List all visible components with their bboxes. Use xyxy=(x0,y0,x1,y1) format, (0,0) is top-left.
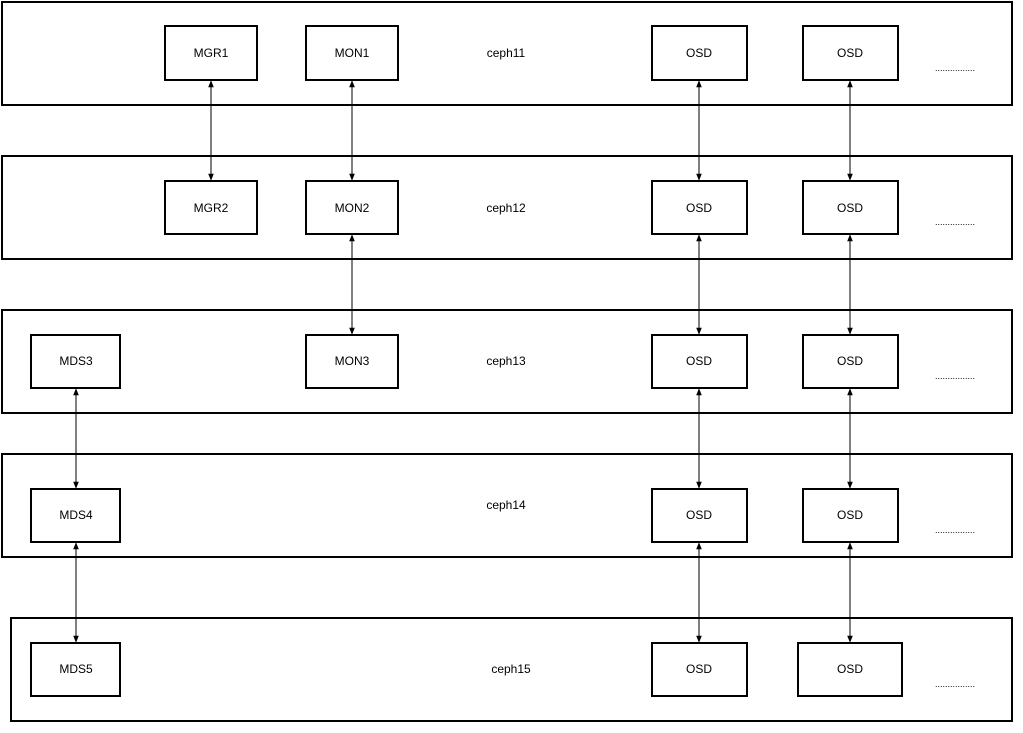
node-label: MON2 xyxy=(335,201,370,215)
ellipsis-text: ................ xyxy=(935,679,975,689)
node-label: MDS4 xyxy=(59,508,93,522)
node-mds3: MDS3 xyxy=(30,334,121,389)
node-osd-b: OSD xyxy=(797,642,903,697)
node-mgr1: MGR1 xyxy=(164,25,258,81)
node-label: OSD xyxy=(686,354,712,368)
host-ceph12: ceph12 MGR2 MON2 OSD OSD ...............… xyxy=(1,155,1013,260)
node-osd-a: OSD xyxy=(651,25,748,81)
node-label: OSD xyxy=(837,354,863,368)
node-mon3: MON3 xyxy=(305,334,399,389)
node-label: OSD xyxy=(686,46,712,60)
host-label: ceph11 xyxy=(487,46,526,60)
host-ceph13: ceph13 MDS3 MON3 OSD OSD ...............… xyxy=(1,309,1013,414)
host-ceph15: ceph15 MDS5 OSD OSD ................ xyxy=(10,617,1013,722)
host-label: ceph13 xyxy=(486,354,526,368)
node-mon2: MON2 xyxy=(305,180,399,235)
node-label: MON3 xyxy=(335,354,370,368)
node-label: MON1 xyxy=(335,46,370,60)
ellipsis-text: ................ xyxy=(935,525,975,535)
node-osd-b: OSD xyxy=(802,180,899,235)
ellipsis-text: ................ xyxy=(935,371,975,381)
node-osd-a: OSD xyxy=(651,488,748,543)
node-label: OSD xyxy=(837,508,863,522)
connectors xyxy=(73,80,853,643)
host-label: ceph14 xyxy=(486,498,526,512)
node-label: MGR2 xyxy=(194,201,229,215)
host-ceph14: ceph14 MDS4 OSD OSD ................ xyxy=(1,453,1013,558)
node-label: OSD xyxy=(686,201,712,215)
node-osd-b: OSD xyxy=(802,25,899,81)
node-label: OSD xyxy=(686,508,712,522)
node-label: MDS3 xyxy=(59,354,93,368)
node-osd-a: OSD xyxy=(651,334,748,389)
host-ceph11: ceph11 MGR1 MON1 OSD OSD ...............… xyxy=(1,1,1013,106)
node-osd-b: OSD xyxy=(802,334,899,389)
node-label: OSD xyxy=(837,201,863,215)
ellipsis-text: ................ xyxy=(935,63,975,73)
node-label: OSD xyxy=(837,662,863,676)
node-mon1: MON1 xyxy=(305,25,399,81)
host-label: ceph12 xyxy=(486,201,526,215)
node-osd-a: OSD xyxy=(651,180,748,235)
node-label: MGR1 xyxy=(194,46,229,60)
node-label: MDS5 xyxy=(59,662,93,676)
node-mds5: MDS5 xyxy=(30,642,121,697)
node-osd-b: OSD xyxy=(802,488,899,543)
node-osd-a: OSD xyxy=(651,642,748,697)
host-label: ceph15 xyxy=(491,662,531,676)
node-mgr2: MGR2 xyxy=(164,180,258,235)
node-mds4: MDS4 xyxy=(30,488,121,543)
node-label: OSD xyxy=(837,46,863,60)
ellipsis-text: ................ xyxy=(935,217,975,227)
node-label: OSD xyxy=(686,662,712,676)
